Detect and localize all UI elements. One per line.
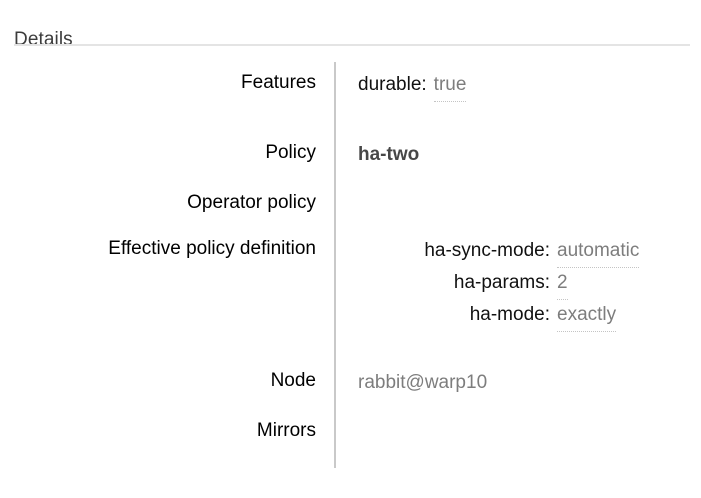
- kv-value-ha-mode: exactly: [557, 300, 617, 332]
- table-row: Effective policy definition ha-sync-mode…: [0, 224, 701, 340]
- kv-item: ha-sync-mode: automatic: [358, 236, 701, 268]
- table-row: Policy ha-two: [0, 110, 701, 178]
- kv-key-ha-mode: ha-mode:: [469, 304, 550, 325]
- section-divider-horizontal: [14, 44, 690, 46]
- kv-list-effective-policy: ha-sync-mode: automatic ha-params: 2 ha-…: [358, 236, 701, 332]
- table-row: Mirrors: [0, 406, 701, 468]
- node-name-value: rabbit@warp10: [358, 372, 488, 393]
- kv-item: ha-mode: exactly: [358, 300, 701, 332]
- kv-key-ha-params: ha-params:: [453, 272, 550, 293]
- table-row: Node rabbit@warp10: [0, 340, 701, 406]
- detail-value-effective-policy-definition: ha-sync-mode: automatic ha-params: 2 ha-…: [334, 224, 701, 340]
- kv-value-ha-sync-mode: automatic: [557, 236, 640, 268]
- detail-label-node: Node: [270, 370, 316, 391]
- detail-label-features: Features: [241, 72, 316, 93]
- detail-label-operator-policy: Operator policy: [187, 192, 316, 213]
- operator-policy-empty-value: [358, 190, 701, 216]
- details-table: Features durable: true Policy ha-two Ope…: [0, 62, 701, 468]
- detail-value-policy: ha-two: [334, 110, 701, 178]
- table-row: Operator policy: [0, 178, 701, 224]
- detail-value-mirrors: [334, 406, 701, 468]
- detail-label-mirrors: Mirrors: [256, 420, 316, 441]
- mirrors-empty-value: [358, 418, 701, 444]
- detail-label-effective-policy-definition: Effective policy definition: [108, 238, 316, 259]
- detail-value-operator-policy: [334, 178, 701, 224]
- kv-key-ha-sync-mode: ha-sync-mode:: [424, 240, 550, 261]
- detail-value-node: rabbit@warp10: [334, 340, 701, 406]
- kv-item: durable: true: [358, 70, 701, 102]
- kv-key-durable: durable:: [358, 74, 427, 95]
- kv-item: ha-params: 2: [358, 268, 701, 300]
- detail-value-features: durable: true: [334, 62, 701, 110]
- detail-label-policy: Policy: [265, 142, 316, 163]
- kv-list-features: durable: true: [358, 70, 701, 102]
- table-row: Features durable: true: [0, 62, 701, 110]
- kv-value-ha-params: 2: [557, 268, 568, 300]
- policy-name-link[interactable]: ha-two: [358, 144, 420, 165]
- kv-value-durable: true: [433, 70, 467, 102]
- page-title: Details: [14, 28, 73, 50]
